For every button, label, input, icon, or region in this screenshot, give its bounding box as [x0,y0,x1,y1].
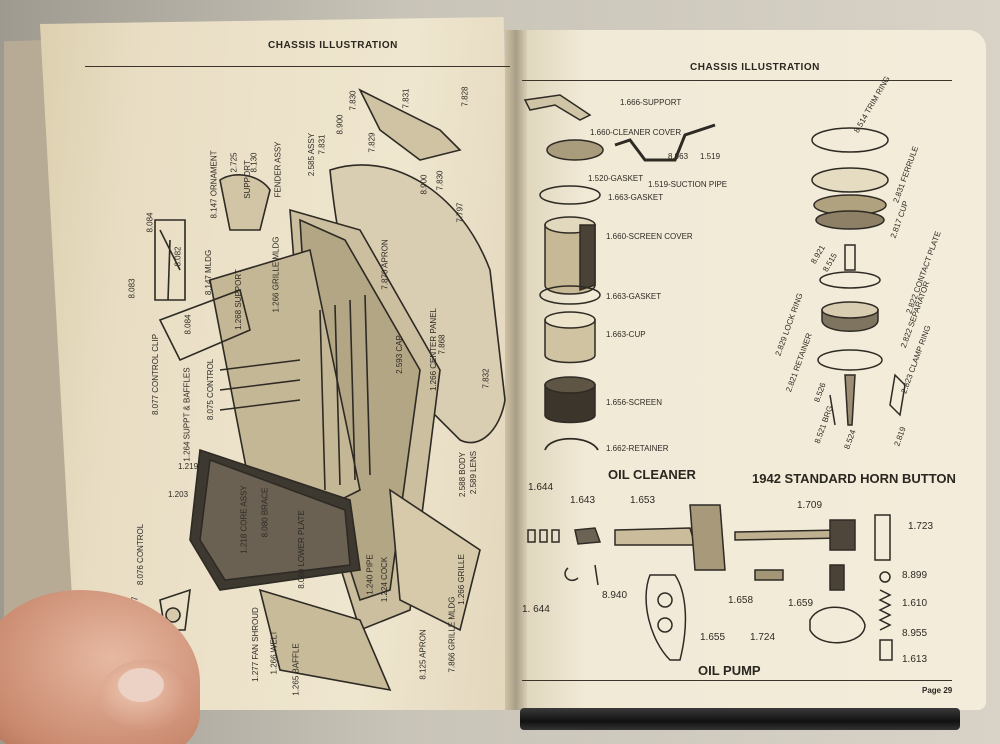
label-7832: 7.832 [481,368,491,389]
label-1613: 1.613 [902,654,928,665]
label-7831-a: 7.831 [401,88,411,109]
label-1643: 1.643 [570,495,596,506]
label-1663-cup: 1.663-CUP [606,330,646,339]
label-1277-fan-shroud: 1.277 FAN SHROUD [250,607,260,682]
thumbnail [118,668,164,702]
label-8147-ornament: 8.147 ORNAMENT [209,150,219,219]
oil-cleaner-caption: OIL CLEANER [608,467,696,482]
label-7870-apron: 7.870 APRON [380,239,390,290]
horn-button-drawing [811,127,906,426]
right-page-number: Page 29 [922,686,953,695]
label-support: SUPPORT [242,160,252,199]
label-1520-gasket: 1.520-GASKET [588,174,644,183]
label-8083: 8.083 [127,278,137,299]
label-1709: 1.709 [797,500,823,511]
label-8147-mldg: 8.147 MLDG [204,249,214,296]
label-8899: 8.899 [902,570,928,581]
label-1224-cock: 1.224 COCK [380,556,390,603]
label-1266-grille: 1.266 GRILLE [456,554,466,605]
right-footer-rule [522,680,952,681]
label-1266-welt: 1.266 WELT [269,630,279,675]
label-1219: 1.219 [178,462,199,471]
label-1218-core-assy: 1.218 CORE ASSY [239,485,249,554]
label-1723: 1.723 [908,521,934,532]
label-8076-control: 8.076 CONTROL [136,523,146,586]
label-1265-baffle: 1.265 BAFFLE [291,643,301,696]
right-header-rule [522,80,952,81]
label-1644-b: 1. 644 [522,604,550,615]
label-8084-a: 8.084 [145,212,155,233]
label-1519-suction-pipe: 1.519-SUCTION PIPE [648,180,728,189]
label-8963: 8.963 [668,152,689,161]
label-8077-control-clip: 8.077 CONTROL CLIP [151,333,161,416]
label-8075-control: 8.075 CONTROL [206,358,216,421]
label-2593-cap: 2.593 CAP [394,335,404,374]
label-1663-gasket-a: 1.663-GASKET [608,193,664,202]
label-1610: 1.610 [902,598,928,609]
label-1519: 1.519 [700,152,721,161]
book-gutter [505,30,527,710]
label-8900-a: 8.900 [335,114,345,135]
label-1666-support: 1.666-SUPPORT [620,98,682,107]
label-1266-grille-mldg: 1.266 GRILLE MLDG [271,236,281,313]
left-page-header: CHASSIS ILLUSTRATION [268,40,398,51]
oil-pump-drawing [527,504,893,661]
label-7831-b: 7.831 [317,134,327,155]
label-1659: 1.659 [788,598,814,609]
label-1660-cleaner-cover: 1.660-CLEANER COVER [590,128,682,137]
label-7868: 7.868 [437,334,447,355]
label-1658: 1.658 [728,595,754,606]
label-7828-a: 7.828 [460,86,470,107]
label-1655: 1.655 [700,632,726,643]
pen [520,708,960,730]
label-8940: 8.940 [602,590,628,601]
label-1644-a: 1.644 [528,482,554,493]
label-7830-b: 7.830 [435,170,445,191]
left-header-rule [85,66,510,67]
label-1240-pipe: 1.240 PIPE [365,554,375,595]
label-2585-assy: 2.585 ASSY [307,132,317,177]
label-7797: 7.797 [455,202,465,223]
label-1268-support: 1.268 SUPPORT [233,269,243,330]
label-1656-screen: 1.656-SCREEN [606,398,663,407]
label-8900-b: 8.900 [419,174,429,195]
label-1264-suppt-baffles: 1.264 SUPPT & BAFFLES [182,367,192,462]
label-1203: 1.203 [168,490,189,499]
label-1660-screen-cover: 1.660-SCREEN COVER [606,232,693,241]
oil-cleaner-drawing [523,94,716,451]
label-8080-brace: 8.080 BRACE [260,487,270,538]
label-8084-b: 8.084 [183,314,193,335]
label-2725: 2.725 [229,152,239,173]
label-2589-lens: 2.589 LENS [469,450,479,495]
horn-button-caption: 1942 STANDARD HORN BUTTON [752,471,956,486]
label-8955: 8.955 [902,628,928,639]
chassis-front-end-drawing [154,88,506,692]
label-1724: 1.724 [750,632,776,643]
right-page-header: CHASSIS ILLUSTRATION [690,62,820,73]
label-1653: 1.653 [630,495,656,506]
label-7829: 7.829 [367,132,377,153]
label-8125-apron: 8.125 APRON [418,629,428,680]
label-8060-lower-plate: 8.060 LOWER PLATE [296,510,306,589]
label-2588-body: 2.588 BODY [457,452,467,497]
label-1663-gasket-b: 1.663-GASKET [606,292,662,301]
label-1662-retainer: 1.662-RETAINER [606,444,669,453]
label-fender-assy: FENDER ASSY [273,141,283,198]
label-7830-a: 7.830 [348,90,358,111]
oil-pump-caption: OIL PUMP [698,663,761,678]
label-7866-grille-mldg: 7.866 GRILLE MLDG [447,596,457,673]
label-8082: 8.082 [173,246,183,267]
